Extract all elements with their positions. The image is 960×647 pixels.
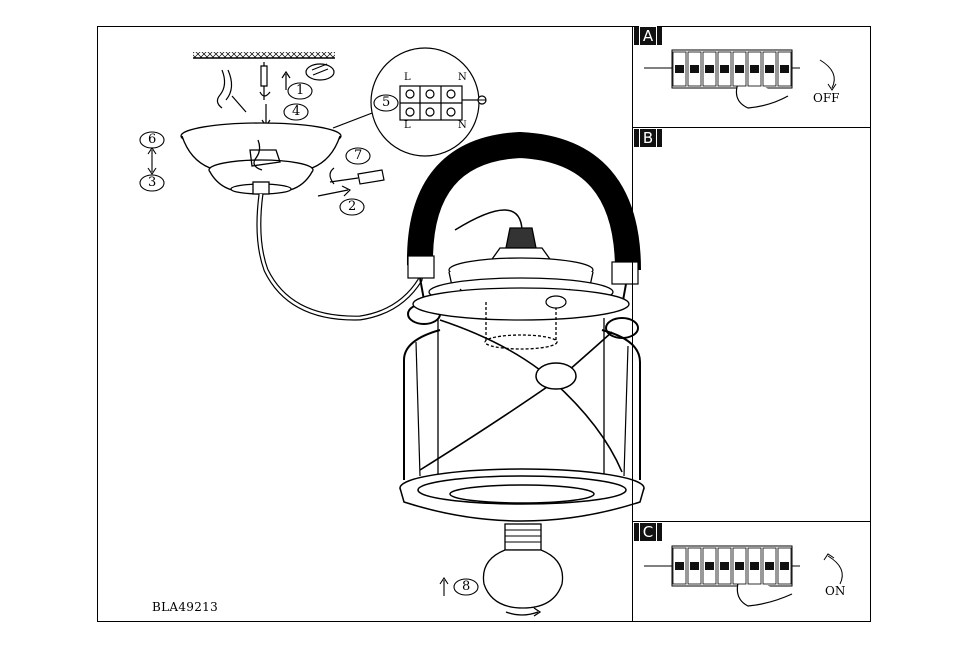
canopy (180, 122, 342, 195)
terminal-label-n-bottom: N (458, 120, 467, 131)
terminal-block-detail (332, 47, 487, 157)
breaker-lever (750, 65, 759, 73)
power-cable (256, 193, 425, 321)
step-6-label: 6 (148, 132, 157, 147)
step-2-label: 2 (348, 199, 357, 214)
terminal-label-l-top: L (404, 72, 411, 83)
inner-cable (454, 209, 523, 231)
step-8-label: 8 (462, 579, 471, 594)
terminal-label-n-top: N (458, 72, 467, 83)
panel-c-state: ON (825, 584, 846, 598)
step-markers (139, 82, 479, 596)
breaker-lever (735, 65, 744, 73)
breaker-lever (720, 562, 729, 570)
breaker-lever (705, 65, 714, 73)
switch-panels: A OFF B C ON (632, 26, 871, 622)
step-3-label: 3 (148, 175, 157, 190)
breaker-row-a (672, 51, 792, 87)
panel-c-tag: C (634, 522, 662, 542)
breaker-lever (690, 562, 699, 570)
ceiling (193, 52, 335, 59)
step-5-label: 5 (382, 95, 391, 110)
step-4-label: 4 (292, 104, 301, 119)
lantern-base (399, 468, 645, 522)
breaker-lever (735, 562, 744, 570)
breaker-row-c (672, 547, 792, 585)
panel-a-state: OFF (813, 91, 840, 105)
step-7-label: 7 (354, 148, 363, 163)
breaker-lever (675, 65, 684, 73)
panel-c: C ON (632, 522, 871, 622)
ceiling-wires (216, 69, 247, 113)
lantern-handle (406, 131, 641, 339)
model-code: BLA49213 (152, 600, 219, 614)
breaker-lever (765, 65, 774, 73)
breaker-lever (720, 65, 729, 73)
lantern-top (412, 227, 630, 321)
breaker-lever (690, 65, 699, 73)
terminal-label-l-bottom: L (404, 120, 411, 131)
breaker-lever (675, 562, 684, 570)
step-1-label: 1 (296, 83, 305, 98)
panel-a-tag: A (634, 26, 662, 46)
screwdriver (317, 167, 385, 197)
breaker-lever (780, 562, 789, 570)
light-bulb (482, 523, 564, 617)
lantern-cage (403, 295, 641, 480)
panel-b: B (632, 128, 871, 522)
breaker-lever (750, 562, 759, 570)
breaker-lever (780, 65, 789, 73)
step-arrows (147, 147, 449, 596)
panel-b-tag: B (634, 128, 662, 148)
diagram-frame (97, 26, 871, 622)
screw-and-plug (259, 62, 335, 128)
breaker-lever (765, 562, 774, 570)
panel-a: A OFF (632, 26, 871, 128)
breaker-lever (705, 562, 714, 570)
